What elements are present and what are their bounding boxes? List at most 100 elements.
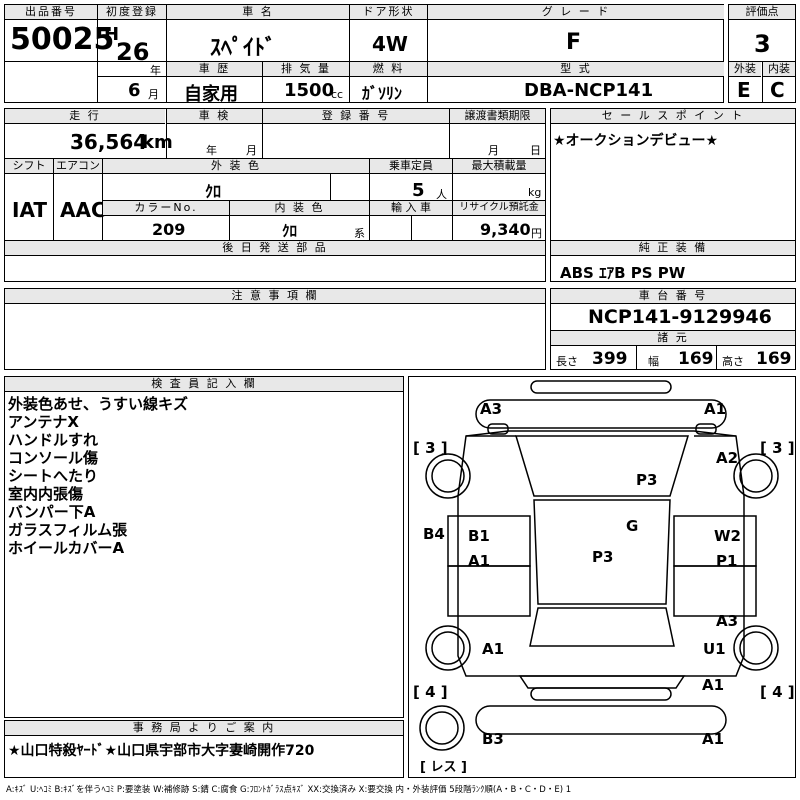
note-line: ハンドルすれ	[8, 431, 99, 449]
sales-point-box	[550, 108, 796, 282]
int-color-unit: 系	[354, 227, 365, 240]
fuel: ｶﾞｿﾘﾝ	[362, 84, 403, 103]
office-label: 事 務 局 よ り ご 案 内	[5, 721, 403, 736]
equipment: ABS ｴｱB PS PW	[560, 264, 686, 282]
damage-mark: A1	[468, 552, 491, 570]
caution-label: 注 意 事 項 欄	[5, 289, 545, 304]
office-text: ★山口特殺ﾔｰﾄﾞ★山口県宇部市大字妻崎開作720	[8, 743, 315, 759]
note-line: バンパー下A	[8, 503, 96, 521]
note-line: 外装色あせ、うすい線キズ	[8, 395, 189, 413]
recycle-fee: 9,340	[480, 220, 531, 239]
sales-point-label: セ ー ル ス ポ イ ン ト	[551, 109, 795, 124]
grade: F	[566, 30, 582, 55]
tire-front-left: [ 3 ]	[413, 439, 448, 457]
fuel-label: 燃 料	[350, 62, 427, 77]
chassis-box	[550, 288, 796, 370]
score: 3	[754, 30, 771, 58]
spare-tire: [ レス ]	[420, 760, 467, 775]
insp-year-unit: 年	[206, 144, 217, 157]
tire-tread: 4	[772, 683, 783, 701]
int-grade: C	[770, 78, 785, 102]
note-line: ホイールカバーA	[8, 539, 125, 557]
damage-mark: U1	[703, 640, 726, 658]
displacement-label: 排 気 量	[263, 62, 349, 77]
lot-label: 出品番号	[5, 5, 97, 20]
door-label: ドア形状	[350, 5, 427, 20]
damage-mark: A2	[716, 449, 739, 467]
dims-label: 諸 元	[551, 331, 795, 346]
inspector-label: 検 査 員 記 入 欄	[5, 377, 403, 392]
insp-month-unit: 月	[246, 144, 257, 157]
ext-color: ｸﾛ	[205, 182, 222, 201]
damage-mark: P3	[636, 471, 658, 489]
int-label: 内装	[763, 62, 795, 77]
office-box	[4, 720, 404, 778]
tire-tread: 4	[425, 683, 436, 701]
width-label: 幅	[648, 355, 659, 368]
tire-tread: 3	[425, 439, 436, 457]
length: 399	[592, 349, 628, 369]
sales-point-text: ★オークションデビュー★	[553, 133, 719, 149]
damage-mark: A1	[704, 400, 727, 418]
transfer-label: 譲渡書類期限	[450, 109, 545, 124]
transfer-day-unit: 日	[530, 144, 541, 157]
mileage: 36,564	[70, 130, 148, 154]
model-code: DBA-NCP141	[524, 80, 654, 101]
score-label: 評価点	[729, 5, 795, 20]
first-reg-label: 初度登録	[98, 5, 166, 20]
history-label: 車 歴	[167, 62, 262, 77]
ext-color-label: 外 装 色	[103, 159, 369, 174]
note-line: 室内内張傷	[8, 485, 84, 503]
grade-label: グ レ ー ド	[428, 5, 724, 20]
height-label: 高さ	[722, 355, 744, 368]
legend: A:ｷｽﾞ U:ﾍｺﾐ B:ｷｽﾞを伴うﾍｺﾐ P:要塗装 W:補修跡 S:錆 …	[6, 785, 572, 795]
ac-label: エアコン	[54, 159, 102, 174]
shift: IAT	[12, 198, 48, 222]
lot-number: 50025	[10, 22, 115, 57]
recycle-unit: 円	[531, 227, 542, 240]
damage-mark: A1	[482, 640, 505, 658]
inspector-notes: 外装色あせ、うすい線キズ アンテナX ハンドルすれ コンソール傷 シートへたり …	[8, 395, 188, 557]
diagram-box	[408, 376, 796, 778]
color-no-label: カラーNo.	[103, 201, 229, 216]
damage-mark: B4	[423, 525, 445, 543]
capacity: 5	[412, 180, 425, 201]
mileage-unit: km	[142, 132, 173, 153]
int-color-label: 内 装 色	[230, 201, 369, 216]
damage-mark: W2	[714, 527, 741, 545]
note-line: アンテナX	[8, 413, 79, 431]
damage-mark: G	[626, 517, 639, 535]
load-unit: kg	[528, 186, 542, 199]
damage-mark: P1	[716, 552, 738, 570]
damage-mark: A1	[702, 730, 725, 748]
chassis-number: NCP141-9129946	[588, 306, 772, 328]
car-name: ｽﾍﾟｲﾄﾞ	[210, 36, 277, 61]
tire-rear-right: [ 4 ]	[760, 683, 795, 701]
tire-tread: 3	[772, 439, 783, 457]
damage-mark: A3	[480, 400, 503, 418]
mileage-label: 走 行	[5, 109, 165, 124]
displacement-unit: cc	[331, 88, 344, 101]
spec-block	[4, 108, 546, 282]
ext-label: 外装	[729, 62, 761, 77]
equipment-label: 純 正 装 備	[551, 241, 795, 256]
int-color: ｸﾛ	[282, 222, 298, 240]
tire-rear-left: [ 4 ]	[413, 683, 448, 701]
capacity-label: 乗車定員	[370, 159, 452, 174]
car-diagram	[419, 380, 779, 751]
year-unit: 年	[150, 64, 161, 77]
width: 169	[678, 349, 714, 369]
color-no: 209	[152, 220, 186, 239]
model-label: 型 式	[428, 62, 724, 77]
ext-grade: E	[737, 78, 751, 102]
note-line: シートへたり	[8, 467, 99, 485]
displacement: 1500	[284, 80, 335, 101]
transfer-month-unit: 月	[488, 144, 499, 157]
history: 自家用	[184, 84, 238, 105]
era: H	[104, 24, 120, 45]
capacity-unit: 人	[436, 188, 447, 201]
top-header	[4, 4, 724, 103]
damage-mark: B3	[482, 730, 504, 748]
note-line: コンソール傷	[8, 449, 99, 467]
caution-box	[4, 288, 546, 370]
